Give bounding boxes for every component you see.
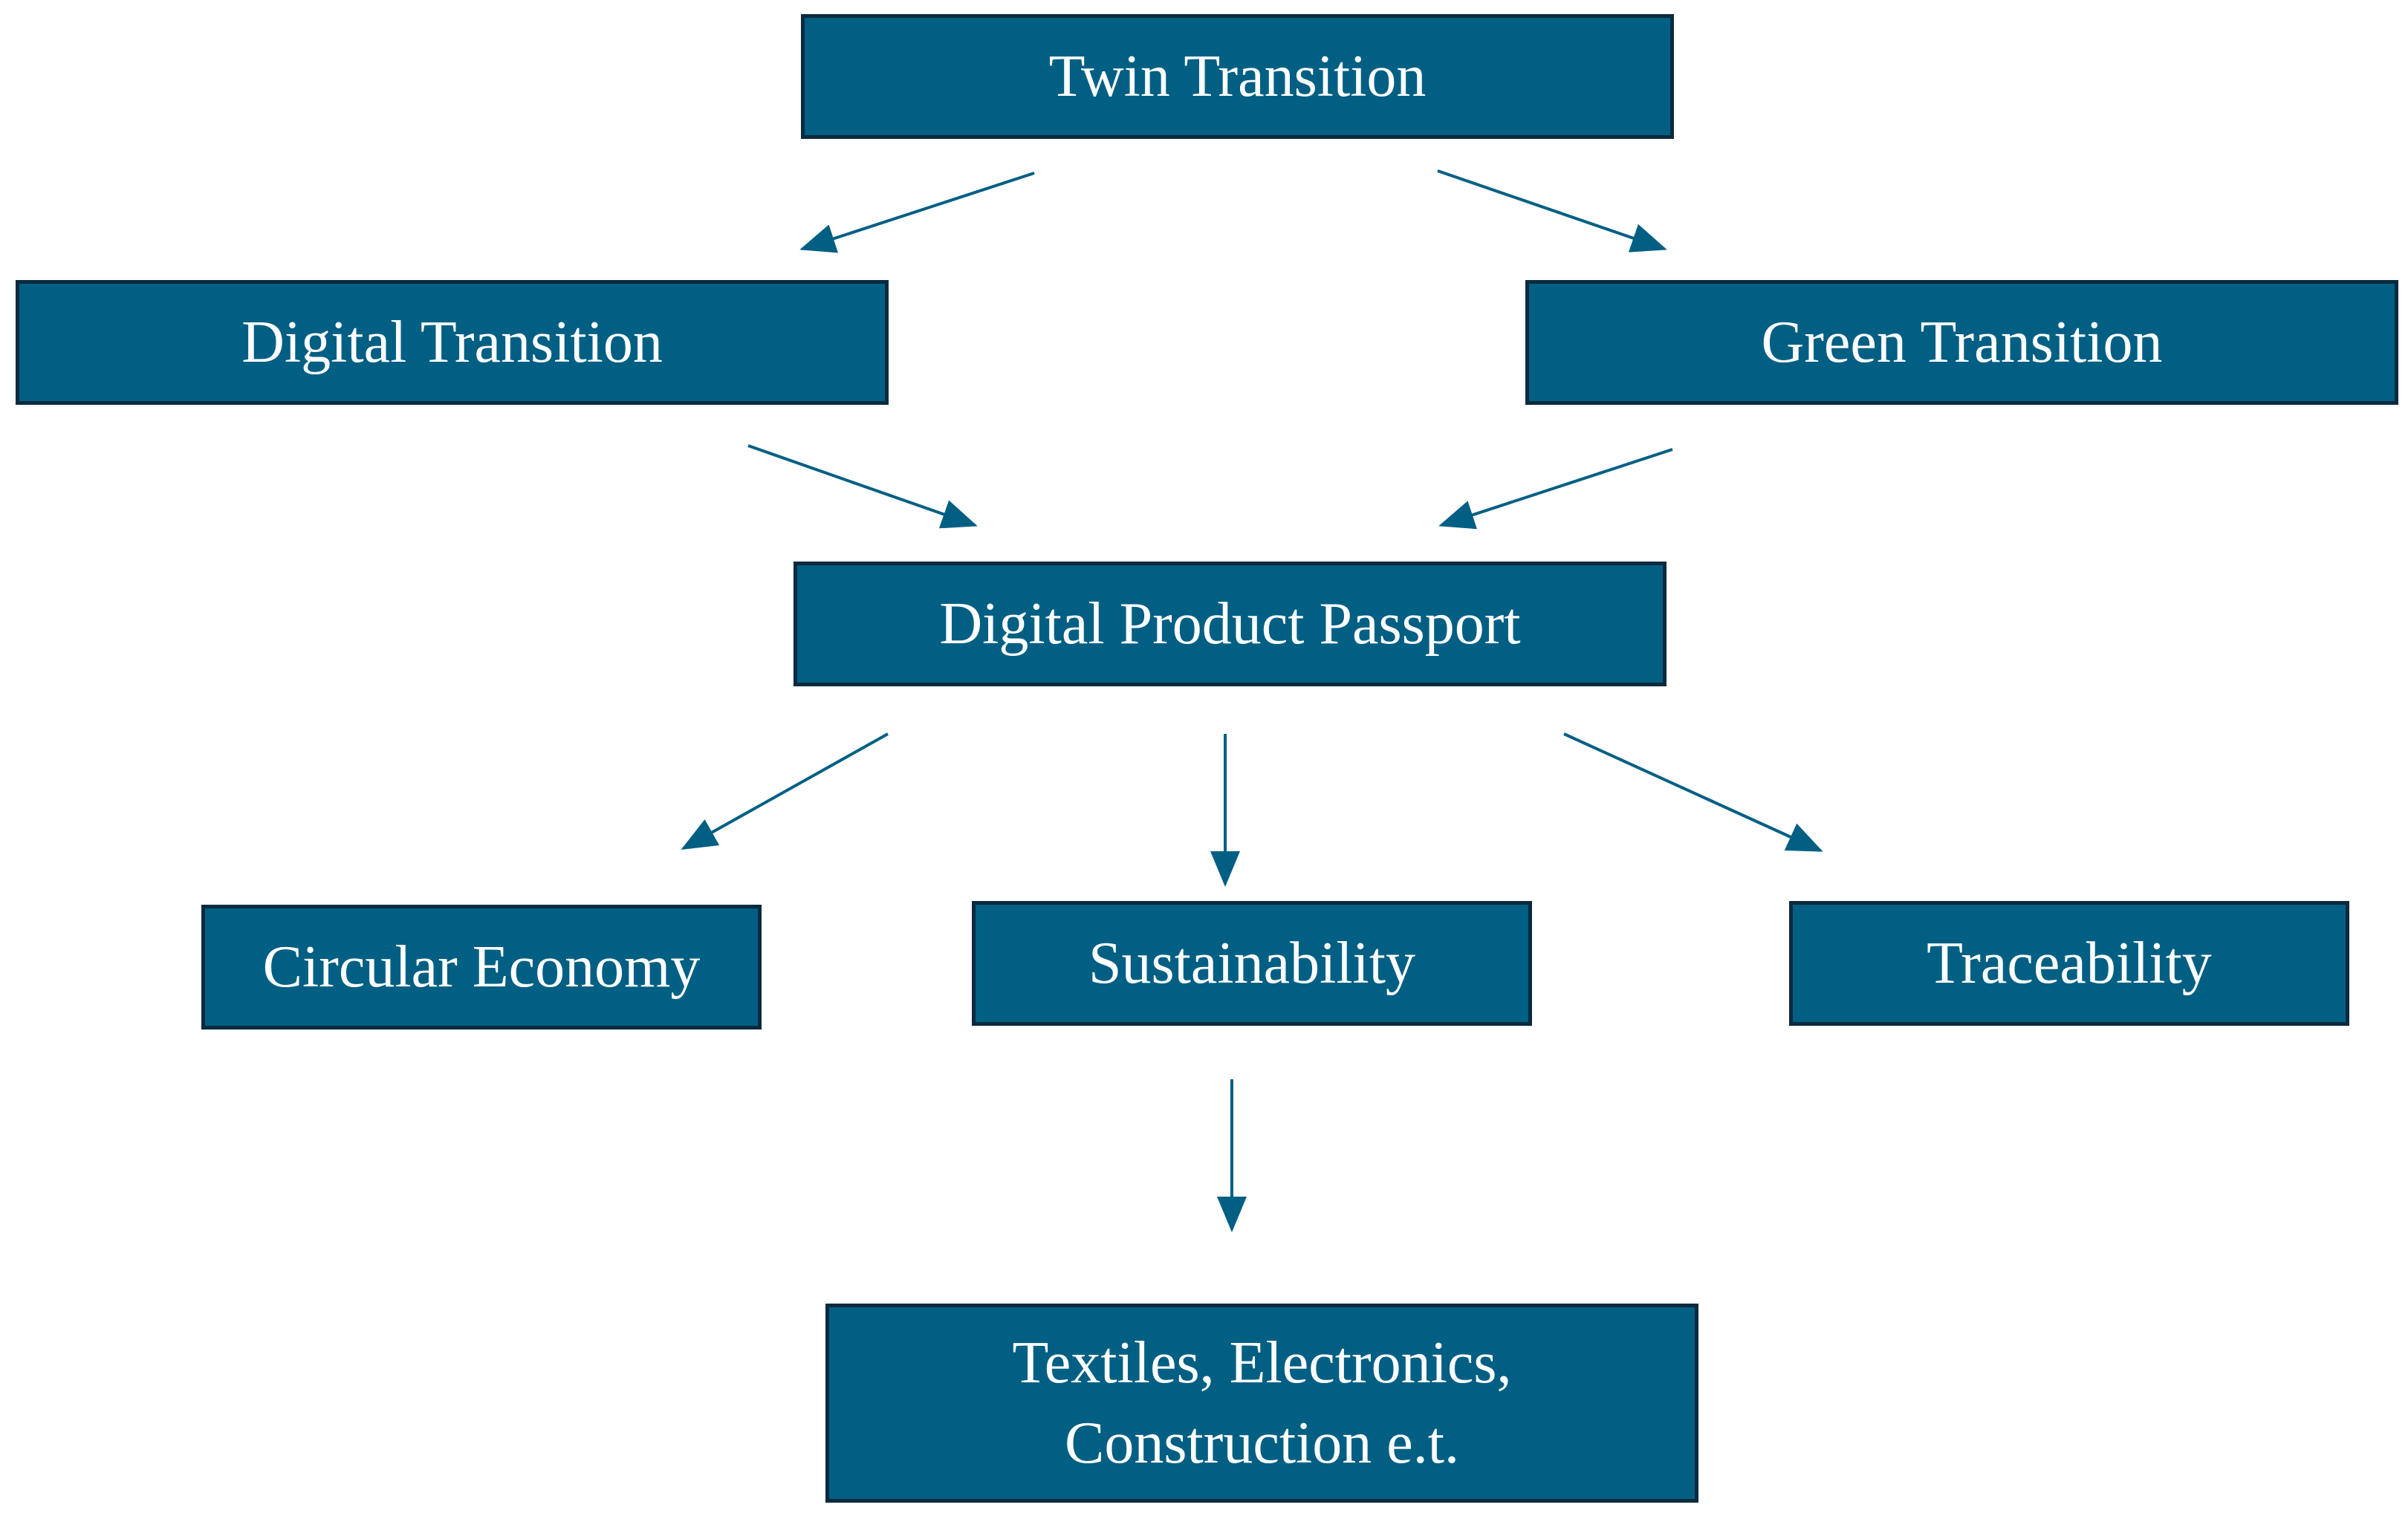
node-digital-transition-label: Digital Transition — [241, 310, 663, 375]
node-sectors-label: Textiles, Electronics, Construction e.t. — [1012, 1330, 1512, 1476]
node-traceability: Traceability — [1789, 901, 2349, 1026]
node-digital-transition: Digital Transition — [16, 280, 889, 405]
node-sustainability: Sustainability — [972, 901, 1532, 1026]
arrow-green-to-dpp — [1438, 448, 1673, 530]
node-green-transition-label: Green Transition — [1761, 310, 2163, 375]
node-twin-transition-label: Twin Transition — [1048, 44, 1427, 109]
arrow-twin-to-green — [1437, 169, 1667, 253]
node-digital-product-passport: Digital Product Passport — [794, 562, 1667, 686]
node-sustainability-label: Sustainability — [1088, 931, 1415, 996]
arrow-dpp-to-traceability — [1563, 732, 1823, 852]
node-circular-economy-label: Circular Economy — [262, 934, 701, 1000]
node-green-transition: Green Transition — [1525, 280, 2398, 405]
node-twin-transition: Twin Transition — [801, 14, 1674, 139]
node-circular-economy: Circular Economy — [201, 905, 762, 1030]
arrow-dpp-to-circular — [681, 732, 889, 850]
arrow-digital-to-dpp — [747, 444, 978, 529]
arrow-twin-to-digital — [799, 172, 1035, 253]
node-sectors: Textiles, Electronics, Construction e.t. — [825, 1304, 1698, 1503]
node-digital-product-passport-label: Digital Product Passport — [939, 591, 1521, 657]
node-traceability-label: Traceability — [1927, 931, 2212, 996]
